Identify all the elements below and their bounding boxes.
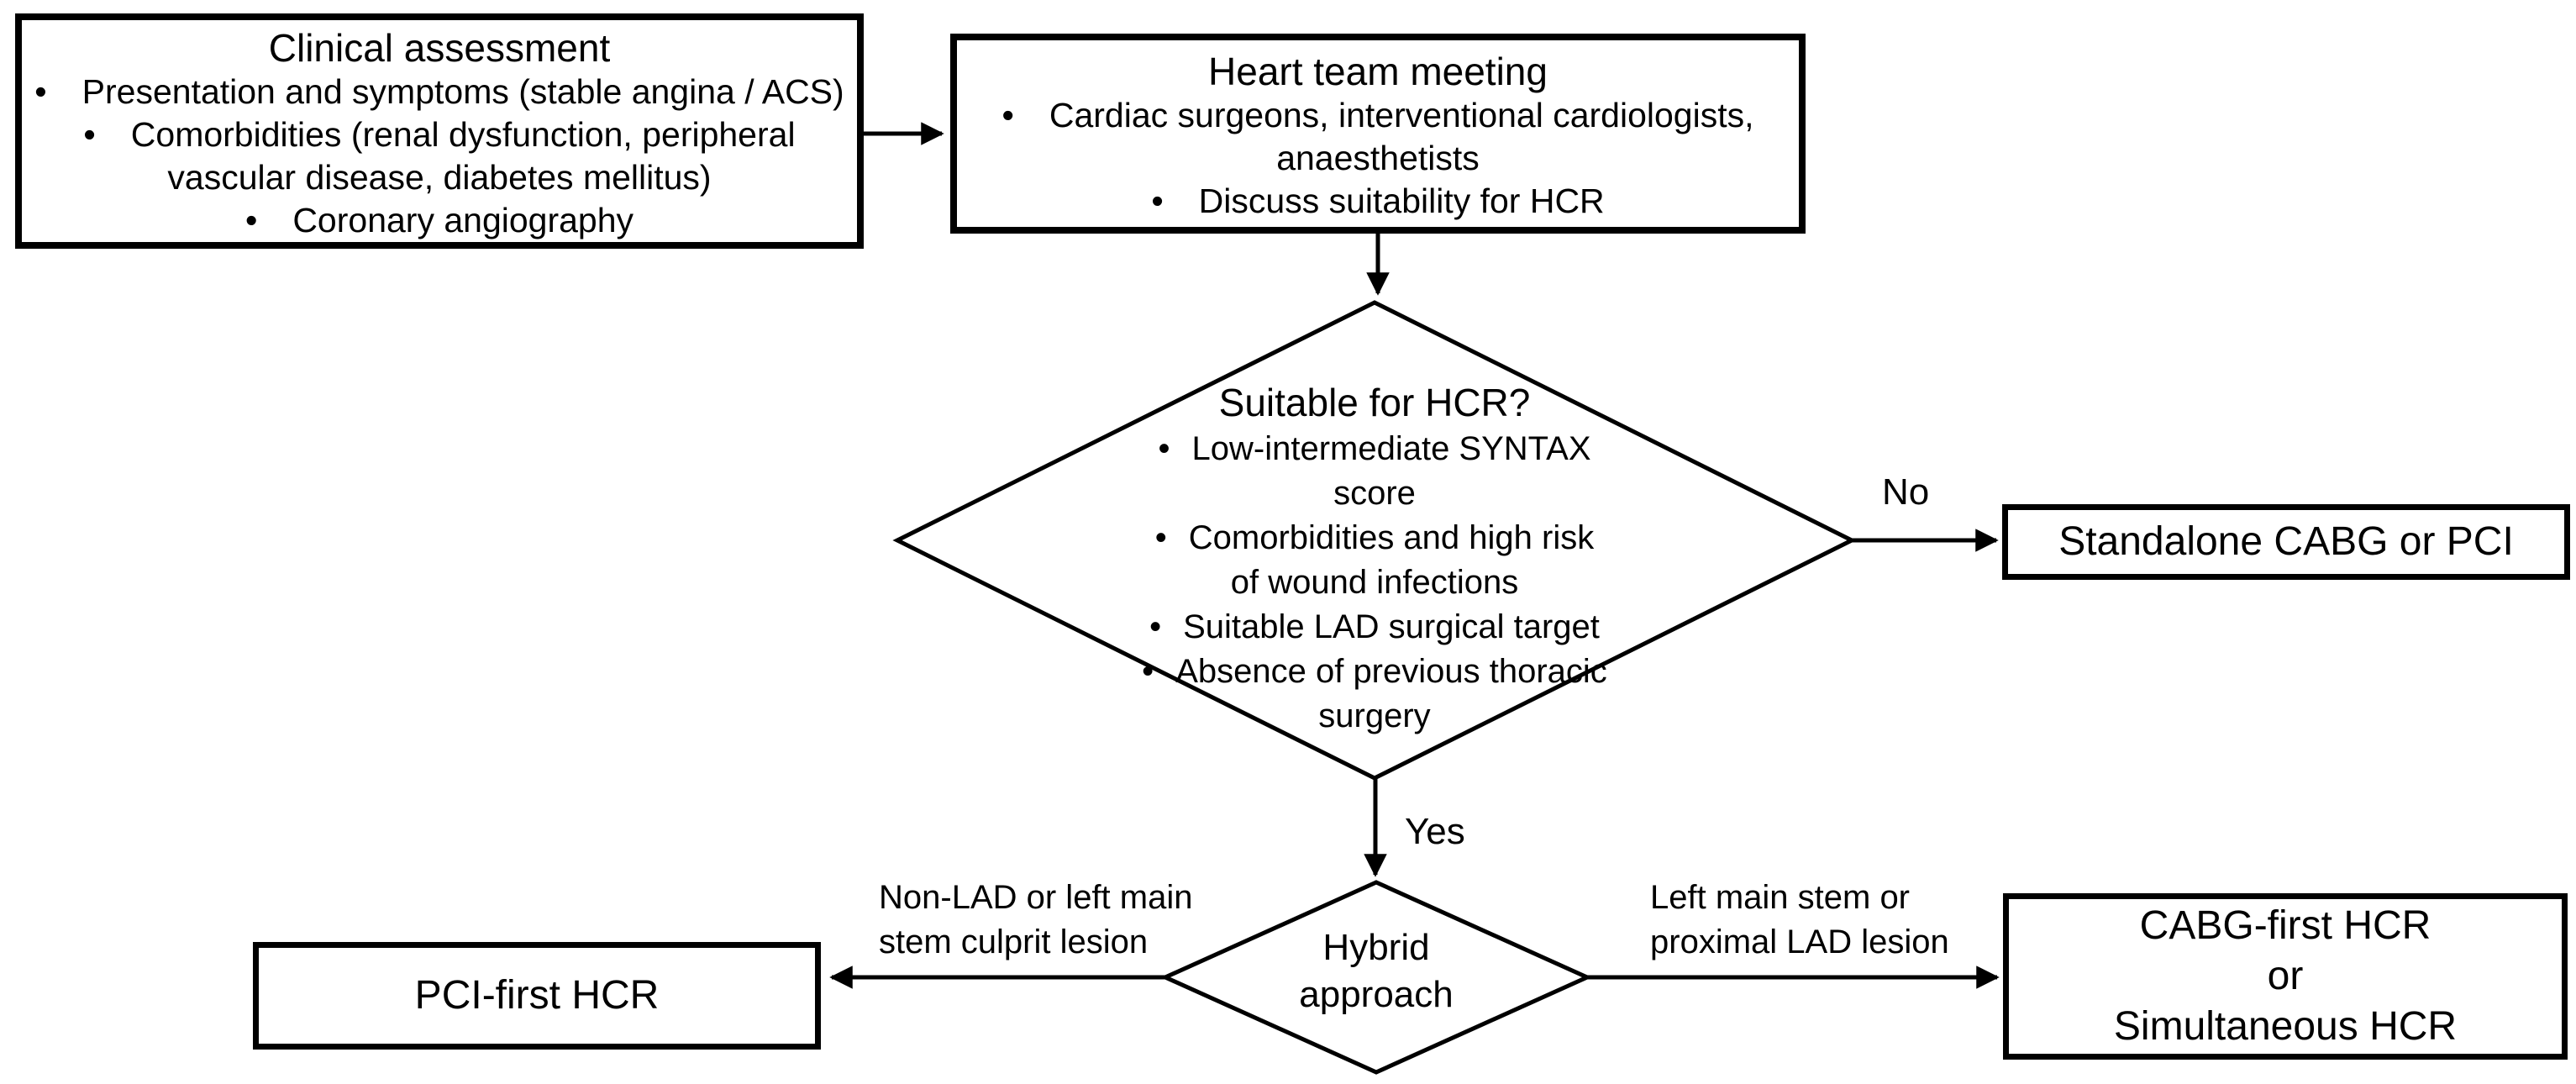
decision-title-line: approach — [1299, 974, 1454, 1015]
node-heart-team-meeting: Heart team meeting • Cardiac surgeons, in… — [950, 34, 1806, 234]
edge-label-yes: Yes — [1405, 811, 1465, 852]
node-title: Heart team meeting — [1208, 50, 1548, 93]
bullet-line: • Low-intermediate SYNTAX — [1080, 427, 1669, 471]
bullet-line: • Discuss suitability for HCR — [1151, 180, 1604, 223]
outcome-label: Standalone CABG or PCI — [2058, 519, 2514, 564]
edge-label-no: No — [1882, 471, 1930, 513]
outcome-label-line: CABG-first HCR — [2139, 903, 2431, 948]
outcome-label-line: Simultaneous HCR — [2113, 1004, 2458, 1049]
node-hybrid-approach-content: Hybrid approach — [1233, 924, 1519, 1018]
outcome-label: PCI-first HCR — [414, 973, 660, 1018]
decision-diamond-hybrid-approach — [1159, 880, 1593, 1075]
bullet-line: • Cardiac surgeons, interventional cardio… — [1001, 94, 1753, 137]
bullet-line: • Absence of previous thoracic — [1080, 650, 1669, 694]
bullet-icon: • — [1158, 430, 1170, 467]
bullet-text: Comorbidities (renal dysfunction, periph… — [130, 115, 796, 154]
bullet-text: Comorbidities and high risk — [1188, 519, 1595, 556]
bullet-icon: • — [34, 72, 47, 111]
bullet-wrap-line: surgery — [1318, 697, 1431, 734]
bullet-icon: • — [244, 201, 258, 239]
edge-label-line: Left main stem or — [1650, 879, 1911, 916]
bullet-icon: • — [83, 115, 96, 154]
bullet-text: Cardiac surgeons, interventional cardiol… — [1049, 96, 1754, 134]
edge-label-line: Non-LAD or left main — [879, 879, 1193, 916]
node-suitable-for-hcr-content: Suitable for HCR? • Low-intermediate SYNT… — [1080, 378, 1669, 739]
edge-label-line: proximal LAD lesion — [1650, 924, 1949, 960]
outcome-label-line: or — [2267, 954, 2304, 998]
node-title: Clinical assessment — [268, 26, 611, 70]
bullet-line: • Comorbidities (renal dysfunction, perip… — [83, 113, 795, 156]
edge-label-right-branch: Left main stem or proximal LAD lesion — [1650, 876, 1949, 965]
bullet-text: Presentation and symptoms (stable angina… — [81, 72, 844, 111]
bullet-text: Low-intermediate SYNTAX — [1191, 430, 1591, 467]
bullet-icon: • — [1149, 608, 1162, 645]
node-pci-first-hcr: PCI-first HCR — [253, 942, 821, 1050]
bullet-wrap-line: anaesthetists — [1276, 139, 1480, 177]
edge-label-left-branch: Non-LAD or left main stem culprit lesion — [879, 876, 1192, 965]
bullet-wrap-line: score — [1333, 475, 1416, 512]
bullet-text: Suitable LAD surgical target — [1183, 608, 1600, 645]
bullet-text: Discuss suitability for HCR — [1198, 182, 1605, 220]
bullet-text: Absence of previous thoracic — [1175, 653, 1607, 690]
bullet-line: • Suitable LAD surgical target — [1080, 605, 1669, 650]
bullet-icon: • — [1154, 519, 1167, 556]
bullet-wrap-line: of wound infections — [1230, 564, 1519, 601]
bullet-line: • Coronary angiography — [245, 199, 633, 242]
bullet-icon: • — [1142, 653, 1154, 690]
node-cabg-first-or-simultaneous-hcr: CABG-first HCR or Simultaneous HCR — [2003, 893, 2568, 1060]
bullet-line: • Presentation and symptoms (stable angin… — [34, 71, 844, 113]
bullet-wrap-line: vascular disease, diabetes mellitus) — [167, 158, 712, 197]
edge-label-line: stem culprit lesion — [879, 924, 1149, 960]
bullet-icon: • — [1001, 96, 1014, 134]
node-clinical-assessment: Clinical assessment • Presentation and sy… — [15, 13, 864, 249]
bullet-icon: • — [1151, 182, 1164, 220]
decision-title-line: Hybrid — [1322, 927, 1430, 968]
bullet-text: Coronary angiography — [292, 201, 634, 239]
decision-title: Suitable for HCR? — [1218, 381, 1531, 424]
bullet-line: • Comorbidities and high risk — [1080, 516, 1669, 560]
node-standalone-cabg-or-pci: Standalone CABG or PCI — [2002, 504, 2570, 580]
